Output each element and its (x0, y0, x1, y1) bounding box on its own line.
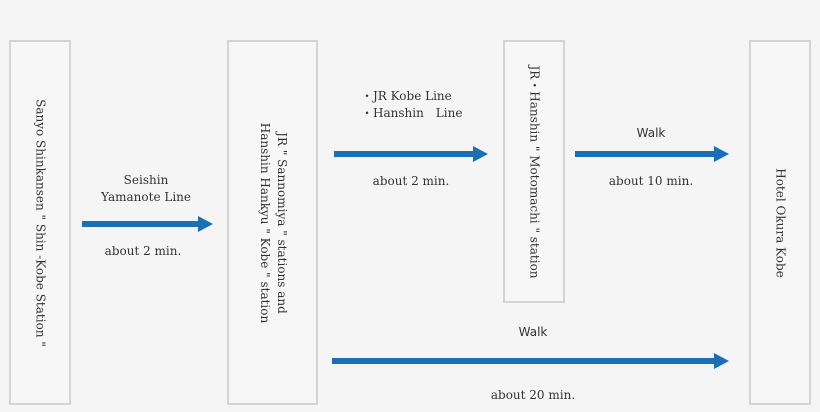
station-label-hotel: Hotel Okura Kobe (773, 167, 788, 278)
route-label-seishin: Seishin Yamanote Line (100, 173, 192, 204)
station-box-sannomiya: JR " Sannomiya " stations and Hanshin Ha… (227, 40, 318, 405)
route-time-walk-long: about 20 min. (490, 388, 576, 402)
arrow-walk-short (575, 146, 729, 162)
station-label-motomachi: JR・Hanshin " Motomachi " station (527, 64, 542, 279)
station-label-sannomiya: JR " Sannomiya " stations and Hanshin Ha… (257, 122, 289, 323)
arrow-jr-hanshin (334, 146, 488, 162)
station-box-hotel: Hotel Okura Kobe (749, 40, 811, 405)
station-box-motomachi: JR・Hanshin " Motomachi " station (503, 40, 565, 303)
route-time-walk-short: about 10 min. (608, 174, 694, 188)
route-time-seishin: about 2 min. (104, 244, 182, 258)
route-label-jr-hanshin: ・JR Kobe Line ・Hanshin Line (361, 89, 463, 120)
station-box-shin-kobe: Sanyo Shinkansen " Shin -Kobe Station " (9, 40, 71, 405)
route-label-walk-long: Walk (518, 325, 548, 339)
arrow-walk-long (332, 353, 729, 369)
arrow-seishin (82, 216, 213, 232)
station-label-shin-kobe: Sanyo Shinkansen " Shin -Kobe Station " (33, 98, 48, 347)
route-label-walk-short: Walk (636, 126, 666, 140)
route-time-jr-hanshin: about 2 min. (372, 174, 450, 188)
